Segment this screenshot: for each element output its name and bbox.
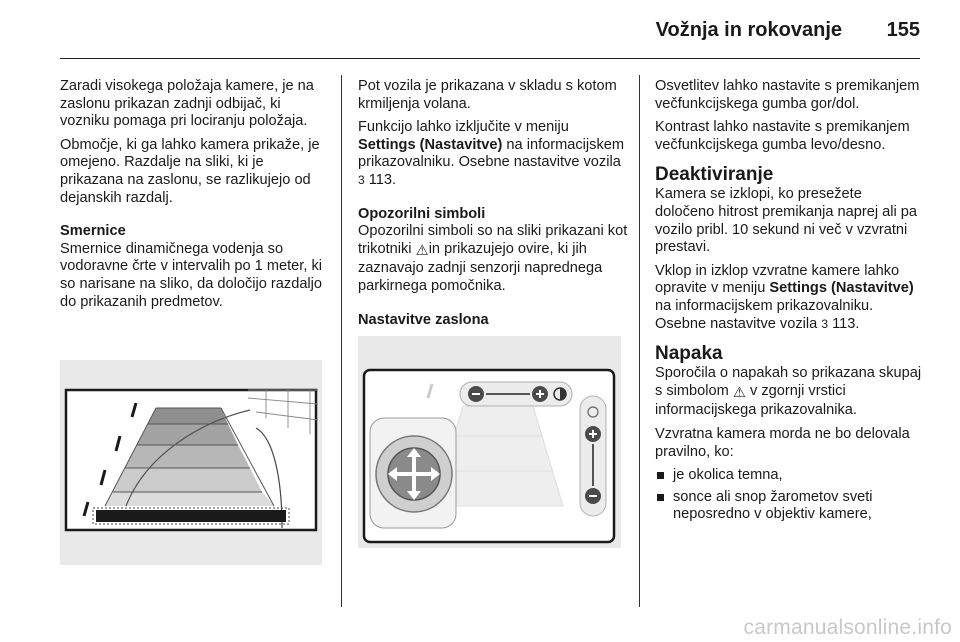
page-number: 155 (886, 19, 920, 41)
watermark: carmanualsonline.info (743, 616, 952, 639)
subheading-warning-symbols: Opozorilni simboli (358, 205, 486, 222)
column-3: Osvetlitev lahko nastavite s premikanjem… (655, 78, 923, 528)
rear-camera-guidelines-figure (60, 360, 322, 565)
page-ref-arrow-icon: 3 (358, 172, 365, 187)
paragraph: Funkcijo lahko izključite v meniju Setti… (358, 119, 625, 188)
bullet-icon (657, 472, 664, 480)
paragraph: Območje, ki ga lahko kamera prikaže, je … (60, 136, 320, 206)
page-ref-arrow-icon: 3 (821, 316, 828, 331)
subheading-display-settings: Nastavitve zaslona (358, 311, 489, 328)
menu-reference: Settings (Nastavitve) (769, 280, 914, 297)
paragraph: Vklop in izklop vzvratne kamere lahko op… (655, 262, 914, 332)
paragraph: Opozorilni simboli so na sliki prikazani… (358, 223, 628, 294)
menu-reference: Settings (Nastavitve) (358, 136, 503, 153)
paragraph: Kamera se izklopi, ko presežete določeno… (655, 186, 918, 256)
header-divider (60, 58, 920, 59)
column-divider-1 (341, 75, 342, 607)
paragraph: Smernice dinamičnega vodenja so vodoravn… (60, 240, 323, 310)
paragraph: Pot vozila je prikazana v skladu s kotom… (358, 78, 617, 112)
list-item: sonce ali snop žarometov sveti neposredn… (655, 489, 923, 524)
display-settings-figure (358, 336, 621, 548)
bullet-icon (657, 493, 664, 501)
paragraph: Kontrast lahko nastavite s premikanjem v… (655, 119, 910, 153)
column-divider-2 (639, 75, 640, 607)
display-settings-illustration (362, 368, 616, 544)
paragraph: Sporočila o napakah so prikazana skupaj … (655, 365, 922, 419)
column-1: Zaradi visokega položaja kamere, je na z… (60, 78, 330, 317)
column-2: Pot vozila je prikazana v skladu s kotom… (358, 78, 630, 329)
heading-fault: Napaka (655, 343, 723, 365)
list-item: je okolica temna, (655, 467, 923, 485)
section-title: Vožnja in rokovanje (655, 19, 842, 41)
paragraph: Zaradi visokega položaja kamere, je na z… (60, 78, 314, 130)
paragraph: Osvetlitev lahko nastavite s premikanjem… (655, 78, 920, 112)
heading-deactivation: Deaktiviranje (655, 164, 774, 186)
paragraph: Vzvratna kamera morda ne bo delovala pra… (655, 425, 910, 460)
camera-view-illustration (64, 388, 319, 532)
page-header: Vožnja in rokovanje 155 (60, 0, 920, 60)
warning-triangle-icon: ⚠ (415, 242, 429, 259)
subheading-guidelines: Smernice (60, 223, 126, 240)
warning-triangle-icon: ⚠ (732, 384, 746, 401)
